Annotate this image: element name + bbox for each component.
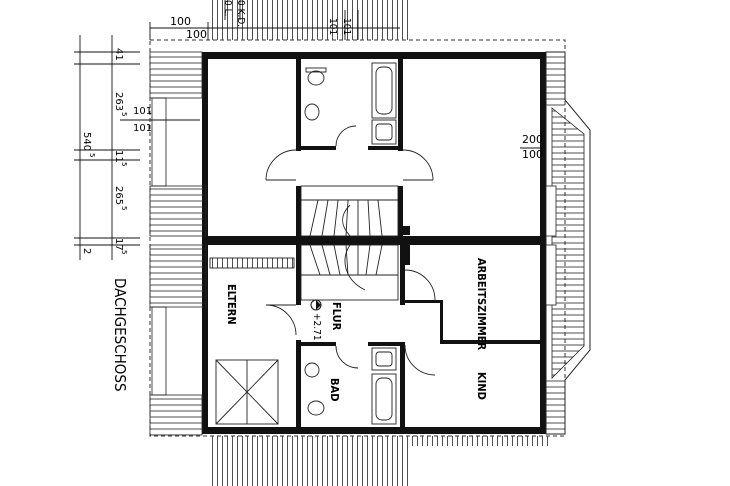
left-dim-17-sup: 5 <box>120 250 128 254</box>
markers <box>310 226 410 311</box>
room-flur-level: +2.71 <box>311 313 322 341</box>
window-note-bottom: 100 <box>522 148 543 161</box>
room-flur: FLUR <box>330 302 343 331</box>
top-dim-100-mid: 100 <box>186 28 207 41</box>
left-dim-101a: 101 <box>133 106 152 117</box>
room-arbeitszimmer: ARBEITSZIMMER <box>475 258 488 350</box>
outer-walls <box>202 52 546 434</box>
left-dim-17: 17 <box>113 238 124 251</box>
left-dim-2: 2 <box>81 248 92 254</box>
left-dim-101b: 101 <box>133 123 152 134</box>
left-dim-263: 263 <box>113 92 124 111</box>
left-dimension-lines <box>74 35 200 260</box>
doors <box>265 125 436 376</box>
plan-title: DACHGESCHOSS <box>111 278 129 392</box>
roof-top-hatch <box>210 0 408 40</box>
window-note-top: 200 <box>522 133 543 146</box>
top-dim-101b: 101 <box>327 18 338 35</box>
left-dim-265-sup: 5 <box>120 206 128 210</box>
room-kind: KIND <box>475 372 488 400</box>
sanitary-fixtures <box>304 62 397 425</box>
top-dim-okd: 0 K.D. <box>235 0 246 27</box>
left-dim-540: 540 <box>81 132 92 151</box>
staircase <box>300 185 399 301</box>
left-dim-41: 41 <box>113 48 124 61</box>
left-wall-hatch <box>149 51 207 436</box>
roof-bottom-hatch <box>210 436 548 486</box>
top-dim-ol: 0 L. <box>222 0 233 16</box>
room-bad: BAD <box>328 378 341 401</box>
left-dim-11: 11 <box>113 150 124 163</box>
right-dormer <box>545 51 591 435</box>
top-dimension-lines <box>149 0 542 149</box>
top-dim-101a: 101 <box>341 18 352 35</box>
room-eltern: ELTERN <box>225 284 238 325</box>
left-dim-540-sup: 5 <box>88 153 96 157</box>
wardrobe <box>209 257 295 425</box>
top-dim-100-left: 100 <box>170 15 191 28</box>
left-dim-263-sup: 5 <box>120 112 128 116</box>
left-dim-11-sup: 5 <box>120 162 128 166</box>
left-dim-265: 265 <box>113 186 124 205</box>
